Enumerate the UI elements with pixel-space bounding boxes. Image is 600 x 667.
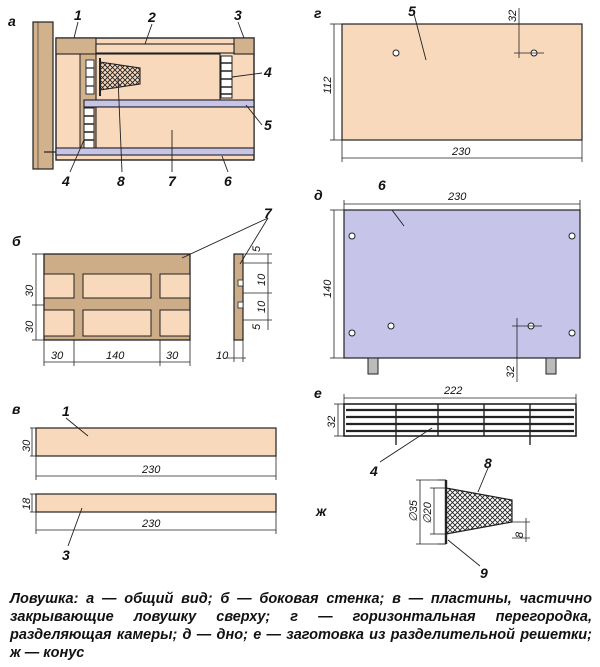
view-e-letter: е (314, 385, 322, 401)
view-b-letter: б (12, 233, 21, 249)
part-3-label: 3 (234, 7, 242, 23)
dim-d-32: 32 (505, 366, 517, 378)
view-g-letter: г (314, 5, 322, 21)
part-9-label: 9 (480, 565, 488, 581)
view-v-letter: в (12, 401, 21, 417)
view-d-letter: д (314, 187, 323, 203)
dim-g-32: 32 (507, 10, 519, 22)
view-a-general: а 1 2 3 4 5 6 7 8 4 (8, 7, 272, 189)
part-8-label: 8 (117, 173, 125, 189)
dim-b-10-top: 10 (256, 273, 268, 286)
dim-b-5-bottom: 5 (251, 323, 263, 330)
dim-v-18: 18 (21, 497, 33, 510)
part-5-label: 5 (264, 117, 272, 133)
part-5-label-g: 5 (408, 3, 416, 19)
part-7-label: 7 (168, 173, 177, 189)
dim-zh-35: ∅35 (408, 499, 420, 522)
dim-v-230-bottom: 230 (141, 518, 161, 530)
part-6-label-d: 6 (378, 177, 386, 193)
view-zh-letter: ж (315, 503, 327, 519)
dim-d-230: 230 (447, 191, 467, 203)
view-e-grate: 222 32 4 е (314, 385, 577, 479)
dim-e-222: 222 (443, 385, 462, 397)
part-4-label-lower: 4 (61, 173, 70, 189)
dim-v-230-top: 230 (141, 464, 161, 476)
dim-b-30-left: 30 (51, 350, 64, 362)
part-1-label: 1 (74, 7, 82, 23)
dim-g-230: 230 (451, 146, 471, 158)
dim-b-5-top: 5 (251, 245, 263, 252)
part-8-label-zh: 8 (484, 455, 492, 471)
view-a-letter: а (8, 13, 16, 29)
dim-b-30-bottom: 30 (24, 320, 36, 333)
part-4-label-upper: 4 (263, 64, 272, 80)
part-7-label-b: 7 (264, 205, 273, 221)
part-4-label-e: 4 (369, 463, 378, 479)
dim-b-140: 140 (106, 350, 125, 362)
view-b-side-wall: 30 30 30 140 30 5 10 10 5 10 7 б (12, 205, 273, 366)
dim-b-10-thickness: 10 (216, 350, 229, 362)
part-6-label: 6 (224, 173, 232, 189)
figure-caption: Ловушка: а — общий вид; б — боковая стен… (10, 591, 592, 661)
part-2-label: 2 (147, 9, 156, 25)
dim-b-30-right: 30 (166, 350, 179, 362)
view-g-partition: 32 112 230 5 г (314, 3, 583, 162)
dim-d-140: 140 (322, 279, 334, 298)
dim-e-32: 32 (326, 416, 338, 428)
dim-zh-20: ∅20 (422, 501, 434, 524)
view-v-plates: 30 230 1 18 230 3 в (12, 401, 277, 563)
dim-zh-8: 8 (514, 531, 526, 538)
dim-b-10-bottom: 10 (256, 300, 268, 313)
part-1-label-v: 1 (62, 403, 70, 419)
view-d-bottom: 32 140 230 6 д (314, 177, 581, 382)
part-3-label-v: 3 (62, 547, 70, 563)
dim-b-30-top: 30 (24, 284, 36, 297)
view-zh-cone: ∅35 ∅20 8 8 9 ж (315, 455, 530, 581)
dim-v-30: 30 (21, 439, 33, 452)
dim-g-112: 112 (322, 76, 334, 94)
